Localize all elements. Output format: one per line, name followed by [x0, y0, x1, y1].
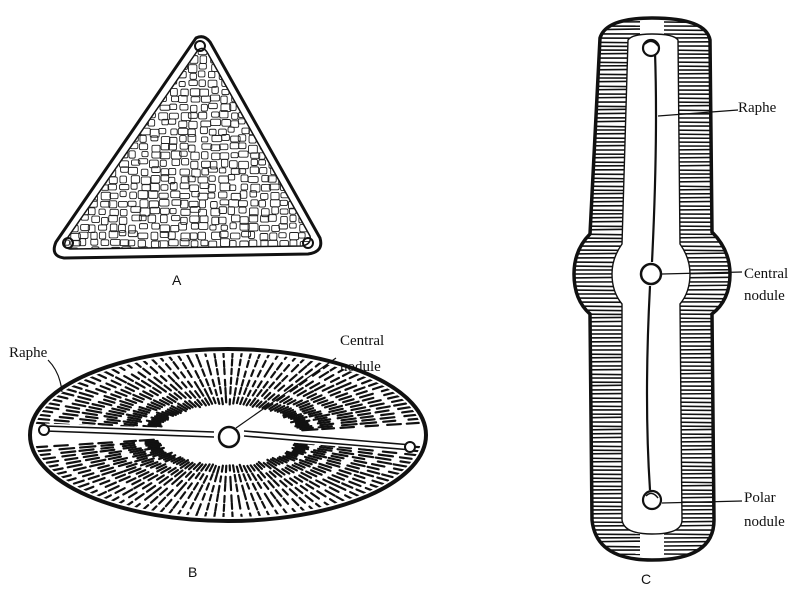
- label-polar-c-line2: nodule: [744, 514, 785, 530]
- polar-nodule-left: [39, 425, 49, 435]
- caption-a: A: [172, 272, 182, 288]
- label-central-b-line1: Central: [340, 333, 384, 349]
- label-polar-c-line1: Polar: [744, 490, 776, 506]
- caption-c: C: [641, 571, 651, 587]
- polar-nodule-top: [643, 40, 659, 56]
- label-central-c-line1: Central: [744, 266, 788, 282]
- label-raphe-c: Raphe: [738, 100, 777, 116]
- label-central-c-line2: nodule: [744, 288, 785, 304]
- polar-nodule-right: [405, 442, 415, 452]
- caption-b: B: [188, 564, 197, 580]
- label-central-b-line2: nodule: [340, 359, 381, 375]
- central-nodule-c: [641, 264, 661, 284]
- triangular-diatom: [54, 37, 321, 258]
- label-raphe-b: Raphe: [9, 345, 48, 361]
- elongated-diatom: [570, 18, 742, 560]
- areolae-pattern: [58, 47, 322, 258]
